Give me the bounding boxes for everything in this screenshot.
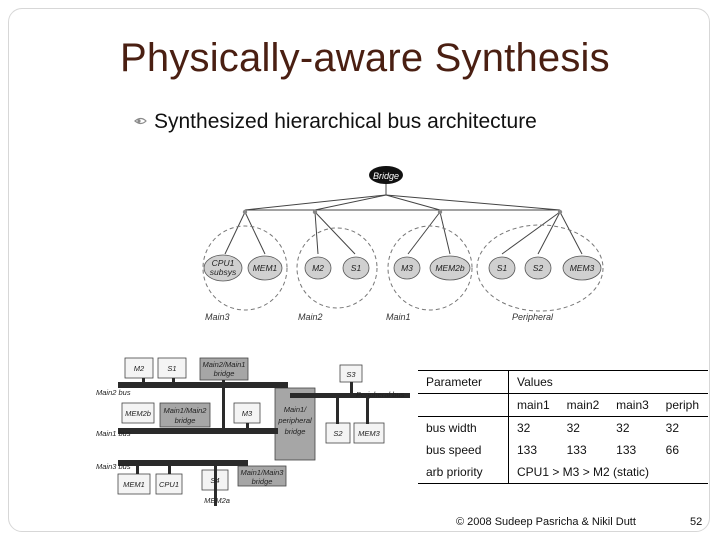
slide-frame xyxy=(8,8,710,532)
col-periph: periph xyxy=(657,393,708,417)
footer-copyright: © 2008 Sudeep Pasricha & Nikil Dutt xyxy=(456,516,636,528)
slide-title: Physically-aware Synthesis xyxy=(120,36,610,80)
cell: 32 xyxy=(616,421,630,435)
table-row: arb priority CPU1 > M3 > M2 (static) xyxy=(418,461,708,484)
row-param-bus-speed: bus speed xyxy=(418,439,509,461)
table-subheader-row: main1 main2 main3 periph xyxy=(418,393,708,417)
cell: 133 xyxy=(616,443,637,457)
page-number: 52 xyxy=(690,516,703,528)
bullet-text: Synthesized hierarchical bus architectur… xyxy=(154,110,537,133)
parameter-table: Parameter Values main1 main2 main3 perip… xyxy=(418,370,708,484)
col-main2: main2 xyxy=(558,393,609,417)
table-row: bus speed 133 133 133 66 xyxy=(418,439,708,461)
cell: 66 xyxy=(665,443,680,457)
row-param-bus-width: bus width xyxy=(418,416,509,439)
header-values: Values xyxy=(508,370,708,394)
header-parameter: Parameter xyxy=(418,370,509,394)
cell: 32 xyxy=(517,421,531,435)
col-main3: main3 xyxy=(608,393,658,417)
subheader-empty xyxy=(418,393,509,417)
curved-arrow-bullet-icon xyxy=(134,115,148,130)
col-main1: main1 xyxy=(508,393,559,417)
cell: 32 xyxy=(566,421,580,435)
cell: 133 xyxy=(517,443,538,457)
cell: 32 xyxy=(665,421,680,435)
cell-arb-priority: CPU1 > M3 > M2 (static) xyxy=(508,461,708,484)
table-row: bus width 32 32 32 32 xyxy=(418,416,708,439)
cell: 133 xyxy=(566,443,587,457)
bullet-item: Synthesized hierarchical bus architectur… xyxy=(134,110,537,134)
row-param-arb-priority: arb priority xyxy=(418,461,509,484)
table-header-row: Parameter Values xyxy=(418,370,708,394)
